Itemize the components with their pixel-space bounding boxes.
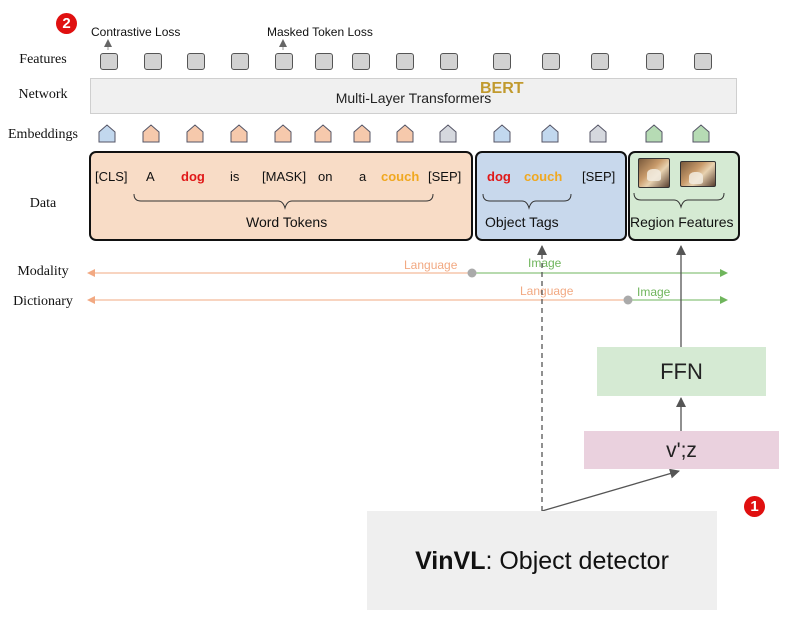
feature-box — [440, 53, 458, 70]
modality-image-label: Image — [528, 256, 562, 270]
embedding-shape — [142, 124, 160, 143]
masked-token-loss-label: Masked Token Loss — [267, 25, 373, 39]
object-detector-desc: : Object detector — [485, 547, 669, 575]
embeddings-row — [98, 124, 710, 143]
feature-box — [493, 53, 511, 70]
ffn-label: FFN — [660, 359, 703, 384]
bert-label: BERT — [480, 80, 524, 97]
row-label-features: Features — [19, 52, 67, 67]
embedding-shape — [98, 124, 116, 143]
feature-box — [694, 53, 712, 70]
word-token-highlight: dog — [181, 169, 205, 184]
feature-box — [352, 53, 370, 70]
object-detector-box: VinVL: Object detector — [367, 511, 717, 610]
word-token: [SEP] — [428, 169, 462, 184]
dictionary-image-label: Image — [637, 285, 671, 299]
object-tag: dog — [487, 169, 511, 184]
feature-box — [542, 53, 560, 70]
word-token: A — [146, 169, 155, 184]
feature-box — [144, 53, 162, 70]
feature-box — [646, 53, 664, 70]
embedding-shape — [541, 124, 559, 143]
region-image-thumbnail — [680, 161, 716, 187]
region-features-label: Region Features — [630, 214, 734, 230]
word-token: a — [359, 169, 367, 184]
row-label-network: Network — [18, 87, 68, 102]
embedding-shape — [645, 124, 663, 143]
object-tag: [SEP] — [582, 169, 616, 184]
dictionary-split-dot — [623, 295, 633, 305]
feature-box — [396, 53, 414, 70]
vinvl-name: VinVL — [415, 547, 486, 575]
word-token: on — [318, 169, 333, 184]
step-1-badge: 1 — [744, 496, 765, 517]
embedding-shape — [439, 124, 457, 143]
word-token-highlight: couch — [381, 169, 420, 184]
word-token: is — [230, 169, 240, 184]
feature-box — [275, 53, 293, 70]
row-label-modality: Modality — [17, 264, 69, 279]
vz-label: v';z — [666, 439, 697, 462]
row-label-embeddings: Embeddings — [8, 127, 78, 142]
embedding-shape — [692, 124, 710, 143]
feature-box — [315, 53, 333, 70]
modality-language-label: Language — [404, 258, 458, 272]
modality-split-dot — [467, 268, 477, 278]
feature-box — [591, 53, 609, 70]
embedding-shape — [396, 124, 414, 143]
detector-to-vz-arrow — [541, 468, 680, 512]
word-token: [CLS] — [95, 169, 128, 184]
contrastive-loss-label: Contrastive Loss — [91, 25, 181, 39]
object-detector-label: VinVL: Object detector — [367, 547, 717, 576]
object-tags-label: Object Tags — [485, 214, 559, 230]
row-label-dictionary: Dictionary — [13, 294, 73, 309]
feature-box — [100, 53, 118, 70]
step-2-badge: 2 — [56, 13, 77, 34]
region-image-thumbnail — [638, 158, 670, 188]
embedding-shape — [589, 124, 607, 143]
embedding-shape — [353, 124, 371, 143]
embedding-shape — [493, 124, 511, 143]
dictionary-language-label: Language — [520, 284, 574, 298]
ffn-box: FFN — [597, 347, 766, 396]
word-token-mask: [MASK] — [262, 169, 307, 184]
feature-box — [231, 53, 249, 70]
embedding-shape — [230, 124, 248, 143]
object-tag: couch — [524, 169, 563, 184]
vz-box: v';z — [584, 431, 779, 469]
feature-box — [187, 53, 205, 70]
embedding-shape — [274, 124, 292, 143]
transformer-network-bar: Multi-Layer Transformers — [90, 78, 737, 114]
word-tokens-label: Word Tokens — [246, 214, 328, 230]
embedding-shape — [186, 124, 204, 143]
network-label: Multi-Layer Transformers — [335, 90, 492, 106]
row-label-data: Data — [29, 196, 57, 211]
embedding-shape — [314, 124, 332, 143]
